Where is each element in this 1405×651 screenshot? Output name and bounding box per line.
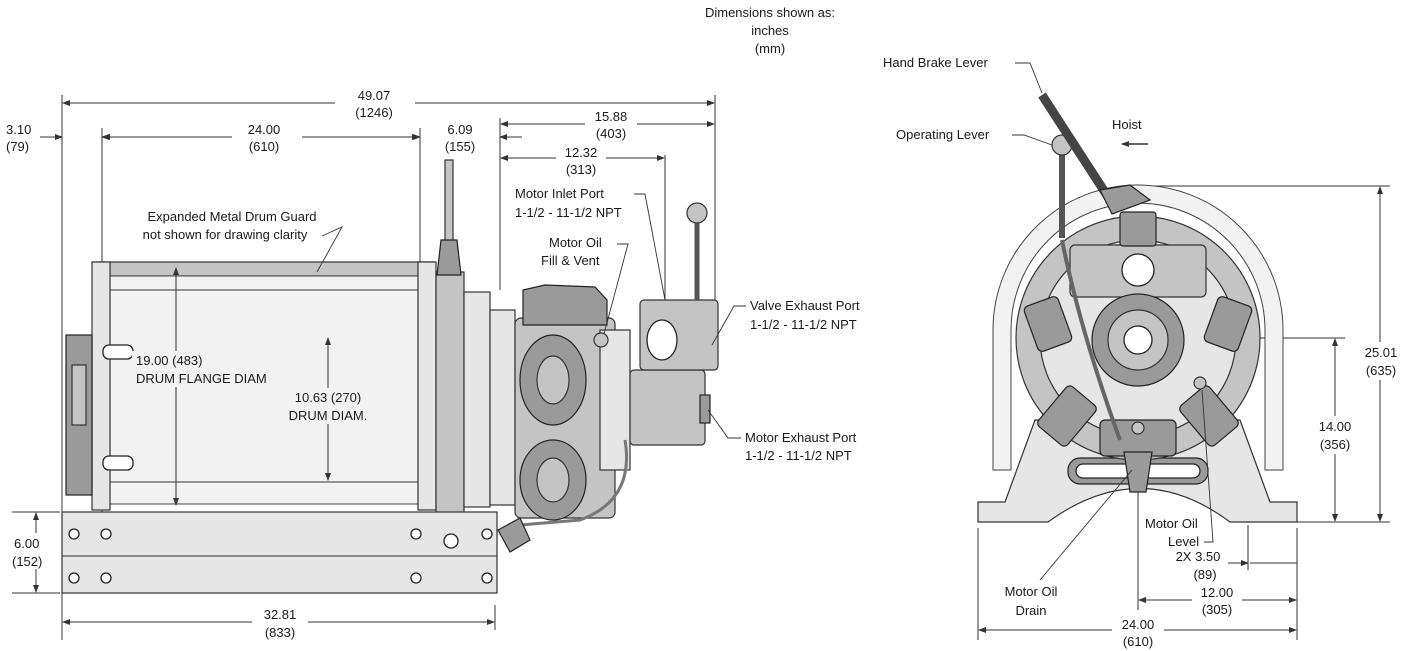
dim-gap-width: 6.09 (155) <box>398 122 522 154</box>
drum-guard-arch <box>992 184 1284 471</box>
dim-end-overall-height: 25.01 (635) <box>1358 186 1404 522</box>
dim-end-overall-width-mm: (610) <box>1123 634 1153 649</box>
units-note: Dimensions shown as: inches (mm) <box>705 5 835 56</box>
dim-overall-width: 49.07 (1246) <box>62 86 715 122</box>
label-operating-lever: Operating Lever <box>896 127 1053 146</box>
dim-motor-width: 15.88 (403) <box>500 108 715 144</box>
label-valve-exhaust-port: Valve Exhaust Port 1-1/2 - 11-1/2 NPT <box>711 298 860 346</box>
dim-base-height-mm: (152) <box>12 554 42 569</box>
label-motor-exhaust-port: Motor Exhaust Port 1-1/2 - 11-1/2 NPT <box>707 409 857 463</box>
dim-drum-flange-diam-value: 19.00 (483) <box>136 353 203 368</box>
dim-drum-diam-value: 10.63 (270) <box>295 390 362 405</box>
dim-gap-width-mm: (155) <box>445 139 475 154</box>
label-hand-brake-lever-text: Hand Brake Lever <box>883 55 988 70</box>
radial-cylinders <box>1023 296 1253 457</box>
dim-end-center-height-in: 14.00 <box>1319 419 1352 434</box>
dim-flange-offset-in: 3.10 <box>6 122 31 137</box>
dim-base-height-in: 6.00 <box>14 536 39 551</box>
air-motor <box>489 202 719 553</box>
dim-drum-length-in: 24.00 <box>248 122 281 137</box>
hoist-indicator: Hoist <box>1112 117 1148 147</box>
label-motor-oil-drain-sub: Drain <box>1015 603 1046 618</box>
dim-end-overall-width: 24.00 (610) <box>978 615 1297 651</box>
label-motor-oil-level-title: Motor Oil <box>1145 516 1198 531</box>
label-motor-oil-level-sub: Level <box>1168 534 1199 549</box>
oil-drain <box>1123 451 1153 493</box>
brake-housing <box>435 271 465 515</box>
dim-base-height: 6.00 (152) <box>10 512 52 593</box>
drum-guard-bar <box>94 261 436 277</box>
dim-end-bolt-spacing-mm: (89) <box>1193 567 1216 582</box>
dim-end-center-height-mm: (356) <box>1320 437 1350 452</box>
motor-exhaust-housing <box>629 369 706 446</box>
dim-flange-offset: 3.10 (79) <box>6 122 124 154</box>
dim-end-half-width: 12.00 (305) <box>1138 584 1297 620</box>
left-drum-flange <box>91 261 111 511</box>
dim-drum-diam: 10.63 (270) DRUM DIAM. <box>284 337 374 481</box>
label-motor-oil-fill-spec: Fill & Vent <box>541 253 600 268</box>
control-lever-knob <box>686 202 708 224</box>
end-levers <box>1038 92 1152 441</box>
guard-note-line2: not shown for drawing clarity <box>143 227 308 242</box>
dim-end-overall-height-in: 25.01 <box>1365 345 1398 360</box>
label-motor-exhaust-port-spec: 1-1/2 - 11-1/2 NPT <box>745 448 852 463</box>
label-operating-lever-text: Operating Lever <box>896 127 990 142</box>
dim-end-half-width-in: 12.00 <box>1201 585 1234 600</box>
hoist-label: Hoist <box>1112 117 1142 132</box>
dim-base-length-in: 32.81 <box>264 607 297 622</box>
oil-fill-plug <box>593 332 609 348</box>
label-motor-oil-level: Motor Oil Level <box>1145 389 1214 549</box>
dim-drum-diam-label: DRUM DIAM. <box>289 408 368 423</box>
label-motor-oil-drain-title: Motor Oil <box>1005 584 1058 599</box>
units-note-line3: (mm) <box>755 41 785 56</box>
dim-drum-flange-diam-label: DRUM FLANGE DIAM <box>136 371 267 386</box>
dim-drum-length-mm: (610) <box>249 139 279 154</box>
end-view: Hand Brake Lever Operating Lever Hoist 2… <box>883 55 1404 651</box>
label-hand-brake-lever: Hand Brake Lever <box>883 55 1043 94</box>
label-motor-exhaust-port-title: Motor Exhaust Port <box>745 430 857 445</box>
oil-level-plug <box>1193 376 1207 390</box>
label-valve-exhaust-port-spec: 1-1/2 - 11-1/2 NPT <box>750 317 857 332</box>
label-motor-oil-drain: Motor Oil Drain <box>1005 469 1133 618</box>
dim-overall-width-in: 49.07 <box>358 88 391 103</box>
dim-flange-offset-mm: (79) <box>6 139 29 154</box>
base-bolt-holes <box>68 528 493 584</box>
units-note-line2: inches <box>751 23 789 38</box>
dim-motor-inlet-offset: 12.32 (313) <box>500 143 665 179</box>
dim-end-bolt-spacing-in: 2X 3.50 <box>1176 549 1221 564</box>
right-drum-flange <box>417 261 437 511</box>
dim-base-length: 32.81 (833) <box>62 603 495 643</box>
dim-motor-width-in: 15.88 <box>595 109 628 124</box>
guard-note: Expanded Metal Drum Guard not shown for … <box>143 209 344 273</box>
label-motor-oil-fill: Motor Oil Fill & Vent <box>541 235 629 335</box>
guard-note-line1: Expanded Metal Drum Guard <box>147 209 316 224</box>
dim-end-half-width-mm: (305) <box>1202 602 1232 617</box>
dim-base-length-mm: (833) <box>265 625 295 640</box>
dim-motor-inlet-offset-mm: (313) <box>566 162 596 177</box>
units-note-line1: Dimensions shown as: <box>705 5 835 20</box>
dim-overall-width-mm: (1246) <box>355 105 393 120</box>
label-motor-inlet-port-spec: 1-1/2 - 11-1/2 NPT <box>515 205 622 220</box>
label-motor-inlet-port: Motor Inlet Port 1-1/2 - 11-1/2 NPT <box>515 186 666 301</box>
base-frame <box>61 511 498 594</box>
dim-motor-inlet-offset-in: 12.32 <box>565 145 598 160</box>
dim-end-overall-width-in: 24.00 <box>1122 617 1155 632</box>
side-view: 49.07 (1246) 3.10 (79) 24.00 (610) 6.09 … <box>6 86 860 643</box>
dim-motor-width-mm: (403) <box>596 126 626 141</box>
label-motor-oil-fill-title: Motor Oil <box>549 235 602 250</box>
dim-end-center-height: 14.00 (356) <box>1312 338 1358 522</box>
dim-end-bolt-spacing: 2X 3.50 (89) <box>1176 549 1297 582</box>
dim-gap-width-in: 6.09 <box>447 122 472 137</box>
dim-end-overall-height-mm: (635) <box>1366 363 1396 378</box>
label-valve-exhaust-port-title: Valve Exhaust Port <box>750 298 860 313</box>
dim-drum-flange-diam: 19.00 (483) DRUM FLANGE DIAM <box>132 267 267 506</box>
dim-drum-length: 24.00 (610) <box>102 120 420 156</box>
label-motor-inlet-port-title: Motor Inlet Port <box>515 186 604 201</box>
